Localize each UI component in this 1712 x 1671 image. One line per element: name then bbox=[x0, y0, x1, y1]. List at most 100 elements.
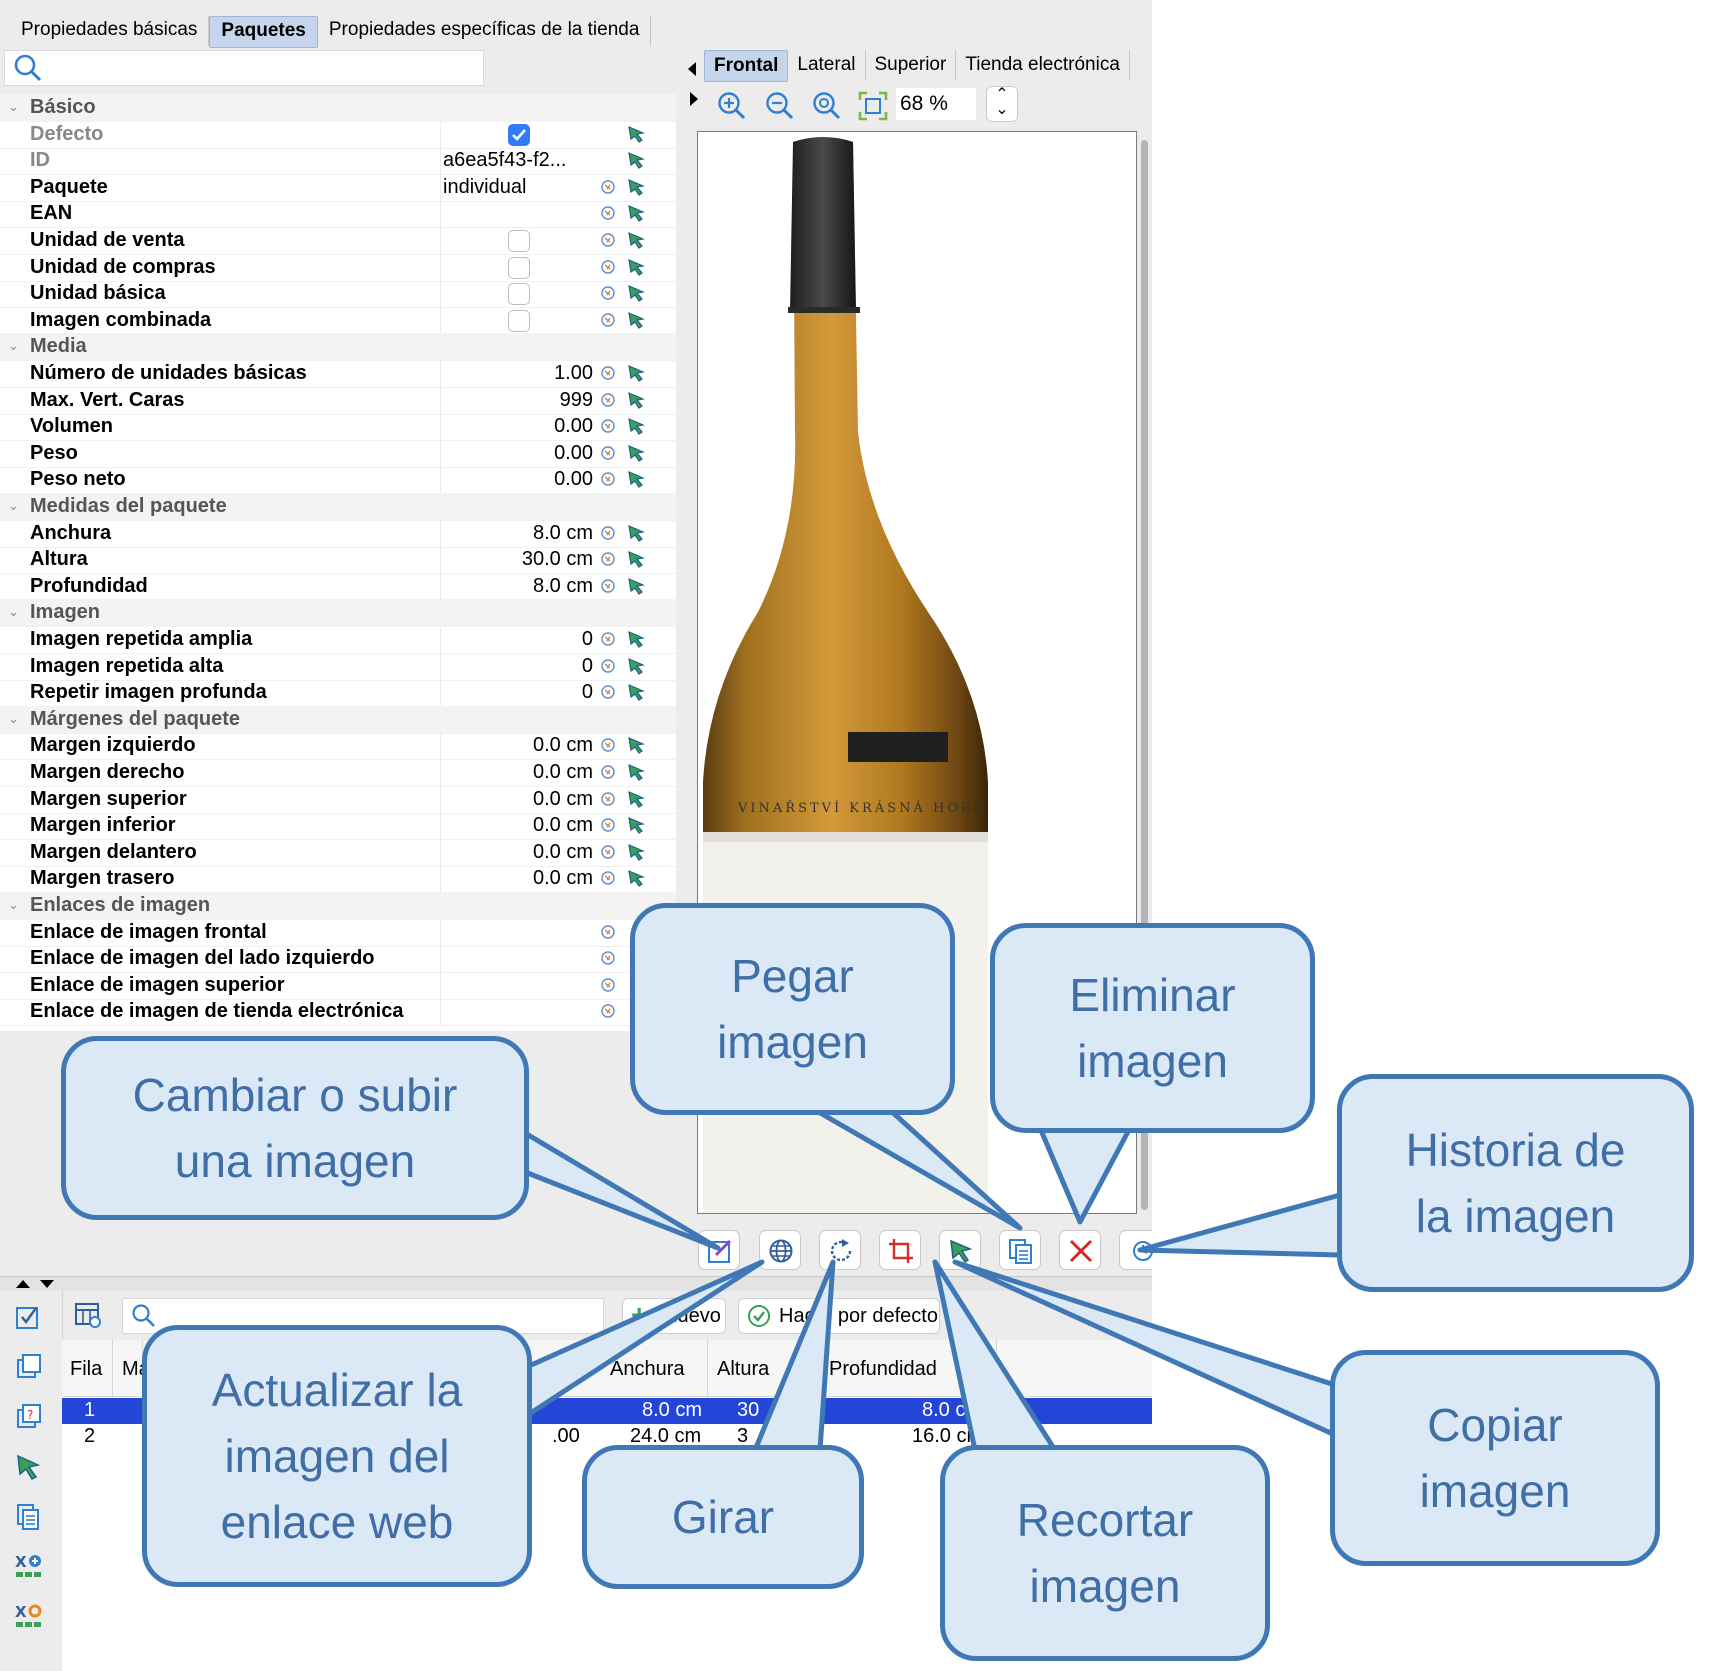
tab-propiedades-basicas[interactable]: Propiedades básicas bbox=[10, 16, 210, 46]
tree-group-row[interactable]: ⌄Medidas del paquete bbox=[0, 493, 676, 521]
reset-icon[interactable] bbox=[600, 578, 616, 594]
reset-icon[interactable] bbox=[600, 259, 616, 275]
reset-icon[interactable] bbox=[600, 418, 616, 434]
excel-import-icon[interactable]: X bbox=[14, 1552, 44, 1582]
collapse-left-arrow[interactable] bbox=[688, 62, 696, 76]
apply-arrow-icon[interactable] bbox=[627, 258, 646, 276]
rotate-button[interactable] bbox=[819, 1230, 861, 1270]
reset-icon[interactable] bbox=[600, 392, 616, 408]
reset-icon[interactable] bbox=[600, 205, 616, 221]
apply-arrow-icon[interactable] bbox=[627, 284, 646, 303]
splitter-up-arrow[interactable] bbox=[16, 1280, 30, 1288]
apply-arrow-icon[interactable] bbox=[627, 763, 646, 781]
document-list-icon[interactable] bbox=[14, 1502, 44, 1532]
apply-arrow-icon[interactable] bbox=[627, 470, 646, 489]
reset-icon[interactable] bbox=[600, 312, 616, 328]
property-checkbox[interactable] bbox=[508, 309, 530, 332]
property-value[interactable]: 0.0 cm bbox=[532, 814, 593, 837]
reset-icon[interactable] bbox=[600, 285, 616, 301]
apply-arrow-icon[interactable] bbox=[627, 444, 646, 462]
table-row[interactable]: 2 .00 24.0 cm 3 16.0 cm bbox=[62, 1424, 1152, 1450]
property-value[interactable]: 0.0 cm bbox=[532, 787, 593, 810]
reset-icon[interactable] bbox=[600, 870, 616, 886]
tree-property-row[interactable]: Unidad básica bbox=[0, 280, 676, 309]
reset-icon[interactable] bbox=[600, 817, 616, 833]
column-header-anchura[interactable]: Anchura bbox=[610, 1358, 685, 1380]
tree-group-row[interactable]: ⌄Media bbox=[0, 333, 676, 362]
apply-arrow-icon[interactable] bbox=[627, 630, 646, 648]
property-value[interactable]: 0.0 cm bbox=[532, 867, 593, 890]
reset-icon[interactable] bbox=[600, 737, 616, 753]
reset-icon[interactable] bbox=[600, 232, 616, 248]
copy-image-button[interactable] bbox=[999, 1230, 1041, 1270]
tab-paquetes[interactable]: Paquetes bbox=[209, 16, 318, 48]
property-value[interactable]: 999 bbox=[559, 388, 593, 411]
zoom-stepper[interactable]: ⌃⌄ bbox=[986, 86, 1018, 122]
tab-tienda-electronica[interactable]: Tienda electrónica bbox=[956, 50, 1130, 80]
tree-property-row[interactable]: Unidad de compras bbox=[0, 253, 676, 282]
apply-arrow-icon[interactable] bbox=[627, 231, 646, 249]
apply-arrow-icon[interactable] bbox=[627, 790, 646, 808]
chevron-down-icon[interactable]: ⌄ bbox=[8, 604, 19, 620]
reset-icon[interactable] bbox=[600, 844, 616, 860]
chevron-down-icon[interactable]: ⌄ bbox=[8, 99, 19, 114]
apply-arrow-icon[interactable] bbox=[627, 391, 646, 409]
apply-arrow-icon[interactable] bbox=[627, 151, 646, 170]
reset-icon[interactable] bbox=[600, 525, 616, 541]
property-checkbox[interactable] bbox=[508, 230, 530, 252]
reset-icon[interactable] bbox=[600, 791, 616, 807]
tab-frontal[interactable]: Frontal bbox=[704, 50, 789, 82]
excel-settings-icon[interactable]: X bbox=[14, 1602, 44, 1632]
property-value[interactable]: 30.0 cm bbox=[521, 548, 593, 571]
tree-property-row[interactable]: Enlace de imagen superior bbox=[0, 971, 676, 1000]
check-list-icon[interactable] bbox=[14, 1302, 44, 1332]
property-value[interactable]: 0.0 cm bbox=[532, 761, 593, 783]
column-header-profundidad[interactable]: Profundidad bbox=[829, 1358, 937, 1380]
property-value[interactable]: 0 bbox=[581, 628, 593, 650]
reset-icon[interactable] bbox=[600, 950, 616, 966]
chevron-down-icon[interactable]: ⌄ bbox=[8, 710, 19, 726]
zoom-out-icon[interactable] bbox=[764, 90, 796, 122]
apply-arrow-icon[interactable] bbox=[627, 657, 646, 675]
property-value[interactable]: 8.0 cm bbox=[532, 574, 593, 597]
property-value[interactable]: 0.00 bbox=[554, 415, 593, 438]
property-value[interactable]: 0.0 cm bbox=[532, 840, 593, 863]
properties-search-input[interactable] bbox=[4, 50, 484, 86]
tree-property-row[interactable]: Enlace de imagen del lado izquierdo bbox=[0, 945, 676, 974]
tree-property-row[interactable]: Unidad de venta bbox=[0, 227, 676, 255]
column-header-altura[interactable]: Altura bbox=[717, 1358, 770, 1380]
property-value[interactable]: 8.0 cm bbox=[532, 521, 593, 544]
web-link-update-button[interactable] bbox=[759, 1230, 801, 1270]
tree-group-row[interactable]: ⌄Enlaces de imagen bbox=[0, 892, 676, 920]
collapse-right-arrow[interactable] bbox=[690, 92, 698, 106]
tree-property-row[interactable]: EAN bbox=[0, 200, 676, 229]
apply-arrow-icon[interactable] bbox=[627, 577, 646, 595]
apply-arrow-icon[interactable] bbox=[627, 816, 646, 835]
apply-arrow-icon[interactable] bbox=[627, 683, 646, 702]
grid-settings-icon[interactable] bbox=[74, 1301, 102, 1329]
property-checkbox[interactable] bbox=[508, 123, 530, 146]
reset-icon[interactable] bbox=[600, 764, 616, 780]
tab-propiedades-especificas[interactable]: Propiedades específicas de la tienda bbox=[318, 16, 652, 46]
reset-icon[interactable] bbox=[600, 179, 616, 195]
reset-icon[interactable] bbox=[600, 977, 616, 993]
property-checkbox[interactable] bbox=[508, 283, 530, 306]
reset-icon[interactable] bbox=[600, 445, 616, 461]
crop-button[interactable] bbox=[879, 1230, 921, 1270]
canvas-scrollbar[interactable] bbox=[1141, 140, 1148, 1210]
apply-arrow-icon[interactable] bbox=[627, 178, 646, 196]
delete-image-button[interactable] bbox=[1059, 1230, 1101, 1270]
reset-icon[interactable] bbox=[600, 471, 616, 487]
grid-search-input[interactable] bbox=[122, 1298, 604, 1334]
